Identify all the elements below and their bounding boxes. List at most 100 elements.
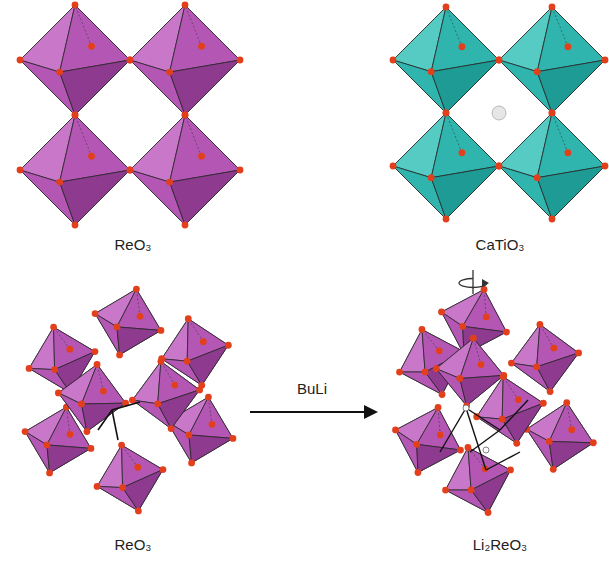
octahedron-edge [567,403,572,430]
octahedron-edge [552,7,568,47]
oxygen-atom [200,338,207,345]
octahedron-face [130,5,240,115]
oxygen-atom [507,467,514,474]
reaction-arrow [250,411,366,413]
oxygen-atom [465,444,472,451]
oxygen-atom [547,388,554,395]
octahedron [442,444,514,516]
octahedron-edge [185,115,202,156]
oxygen-atom [209,421,216,428]
oxygen-atom [46,470,53,477]
oxygen-atom [84,428,91,435]
octahedron-edge [552,113,568,153]
oxygen-atom [437,431,444,438]
octahedron-edge [122,445,138,467]
oxygen-atom [158,358,165,365]
oxygen-atom [470,335,477,342]
bond-line [440,408,466,452]
oxygen-atom [22,428,29,435]
octahedron-face [537,60,605,113]
octahedron [17,112,134,229]
oxygen-atom [513,440,520,447]
octahedron-edge [75,5,92,46]
oxygen-atom [550,345,557,352]
octahedron-edge [97,364,103,391]
oxygen-atom [114,323,121,330]
octahedron-face [82,364,126,404]
oxygen-atom [88,153,95,160]
octahedron-face [47,445,91,473]
oxygen-atom [496,57,503,64]
oxygen-atom [92,348,99,355]
octahedron-face [537,166,605,219]
octahedron-edge [422,330,439,351]
octahedron-edge [54,327,70,349]
oxygen-atom [133,286,140,293]
octahedron-face [393,113,499,219]
octahedron-face [20,5,130,115]
oxygen-atom [442,487,449,494]
oxygen-atom [459,149,466,156]
oxygen-atom [88,445,95,452]
oxygen-atom [55,390,62,397]
oxygen-atom [116,352,123,359]
oxygen-atom [51,366,58,373]
octahedron-face [58,393,87,432]
oxygen-atom [575,350,582,357]
bond-line [466,408,500,430]
octahedron [17,2,134,119]
lithium-atom [483,447,489,453]
octahedron-edge [208,397,212,424]
octahedron-edge [136,289,140,316]
octahedron [94,442,167,515]
oxygen-atom [127,167,134,174]
oxygen-atom [500,373,507,380]
oxygen-atom [66,346,73,353]
oxygen-atom [549,110,556,117]
rotation-arrowhead [482,279,489,287]
oxygen-atom [459,43,466,50]
oxygen-atom [186,431,193,438]
octahedron-edge [185,5,202,46]
oxygen-atom [182,112,189,119]
octahedron-face [431,166,499,219]
octahedron [508,321,582,395]
octahedron-face [446,448,472,491]
oxygen-atom [56,69,63,76]
oxygen-atom [456,375,463,382]
octahedron [92,286,165,359]
oxygen-atom [549,4,556,11]
oxygen-atom [496,57,503,64]
oxygen-atom [443,216,450,223]
octahedron-face [60,60,130,115]
bond-line [500,400,528,430]
oxygen-atom [396,369,403,376]
octahedron-face [130,115,240,225]
octahedron-face [132,361,161,403]
octahedron-face [170,60,240,115]
octahedron-face [187,345,228,385]
octahedron-face [511,324,578,391]
octahedron-face [117,289,161,330]
oxygen-atom [533,363,540,370]
oxygen-atom [72,222,79,229]
formula-label: ReO₃ [115,536,152,553]
oxygen-atom [17,57,24,64]
octahedron-edge [473,338,481,364]
oxygen-atom [182,112,189,119]
oxygen-atom [534,174,541,181]
octahedron-edge [446,7,462,47]
octahedron-edge [66,407,70,434]
oxygen-atom [72,2,79,9]
oxygen-atom [496,163,503,170]
rotation-axis [472,270,473,294]
oxygen-atom [508,360,515,367]
octahedron-face [20,115,130,225]
oxygen-atom [422,369,429,376]
octahedron-face [463,290,507,333]
octahedron-face [167,422,192,463]
oxygen-atom [205,394,212,401]
oxygen-atom [439,391,446,398]
oxygen-atom [44,441,51,448]
